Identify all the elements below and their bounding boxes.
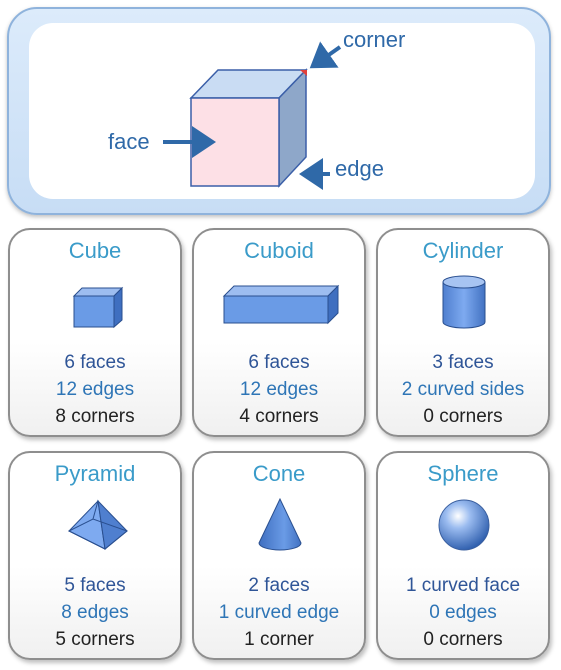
card-title: Cylinder <box>422 238 504 263</box>
faces-count: 6 faces <box>248 352 310 373</box>
faces-count: 5 faces <box>64 575 126 596</box>
shape-card-cube: Cube 6 faces 12 edges 8 corners <box>8 228 182 437</box>
corner-arrow <box>309 41 342 69</box>
corners-count: 5 corners <box>55 629 135 650</box>
shape-card-cuboid: Cuboid 6 faces 12 edges 4 corners <box>192 228 366 437</box>
shape-card-sphere: Sphere 1 curved face 0 edges 0 corners <box>376 451 550 660</box>
faces-count: 3 faces <box>432 352 494 373</box>
corner-marker <box>300 70 307 76</box>
cube-icon <box>72 286 124 329</box>
edges-count: 8 edges <box>61 602 129 623</box>
corners-count: 4 corners <box>239 406 319 427</box>
shape-card-cylinder: Cylinder 3 faces 2 curved sides 0 corner… <box>376 228 550 437</box>
sphere-icon <box>438 499 490 551</box>
pyramid-icon <box>67 499 129 550</box>
card-title: Cube <box>68 238 122 263</box>
faces-count: 6 faces <box>64 352 126 373</box>
card-title: Pyramid <box>54 461 136 486</box>
curved-edge-count: 1 curved edge <box>218 602 340 623</box>
cuboid-icon <box>222 284 340 325</box>
card-title: Cuboid <box>244 238 314 263</box>
corner-label: corner <box>343 27 406 52</box>
curved-face-count: 1 curved face <box>405 575 521 596</box>
edge-label: edge <box>335 156 384 181</box>
cylinder-icon <box>442 275 486 329</box>
cube-anatomy-diagram <box>163 41 342 190</box>
card-title: Cone <box>252 461 306 486</box>
corners-count: 8 corners <box>55 406 135 427</box>
corners-count: 1 corner <box>244 629 314 650</box>
shape-card-cone: Cone 2 faces 1 curved edge 1 corner <box>192 451 366 660</box>
curved-sides-count: 2 curved sides <box>401 379 525 400</box>
edges-count: 12 edges <box>239 379 319 400</box>
cone-icon <box>258 497 302 551</box>
faces-count: 2 faces <box>248 575 310 596</box>
edges-count: 0 edges <box>429 602 497 623</box>
shape-card-pyramid: Pyramid 5 faces 8 edges 5 corners <box>8 451 182 660</box>
edges-count: 12 edges <box>55 379 135 400</box>
card-title: Sphere <box>427 461 499 486</box>
face-label: face <box>108 129 150 154</box>
corners-count: 0 corners <box>423 406 503 427</box>
corners-count: 0 corners <box>423 629 503 650</box>
